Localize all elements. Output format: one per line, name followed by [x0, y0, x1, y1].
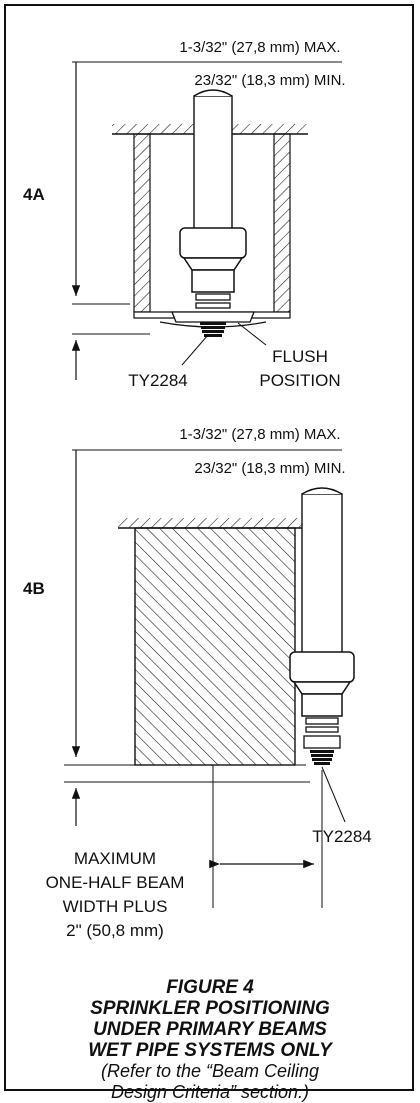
figure-caption: FIGURE 4 SPRINKLER POSITIONING UNDER PRI… — [0, 977, 420, 1103]
figure-tag-4a: 4A — [23, 185, 45, 204]
dim-min-label-4a: 23/32" (18,3 mm) MIN. — [194, 72, 345, 89]
pipe-break-4a — [193, 89, 233, 97]
caption-note1: (Refer to the “Beam Ceiling — [100, 1061, 320, 1081]
caption-line2: UNDER PRIMARY BEAMS — [93, 1019, 327, 1040]
pipe-4b — [301, 493, 343, 655]
dim-max-label-4a: 1-3/32" (27,8 mm) MAX. — [179, 39, 340, 56]
pipe-break-4b — [301, 487, 343, 495]
beam-note-line1-4b: MAXIMUM — [74, 849, 156, 868]
primary-beam-4b — [134, 527, 296, 766]
figure-tag-4b: 4B — [23, 579, 45, 598]
figure-4b: 1-3/32" (27,8 mm) MAX. 23/32" (18,3 mm) … — [23, 426, 372, 940]
figure-frame — [4, 4, 414, 1091]
pipe-4a — [193, 95, 233, 231]
beam-note-line4-4b: 2" (50,8 mm) — [66, 921, 164, 940]
sprinkler-4b — [289, 651, 355, 765]
beam-note-line3-4b: WIDTH PLUS — [63, 897, 168, 916]
dim-min-label-4b: 23/32" (18,3 mm) MIN. — [194, 460, 345, 477]
flush-label-line1-4a: FLUSH — [272, 347, 328, 366]
dim-max-label-4b: 1-3/32" (27,8 mm) MAX. — [179, 426, 340, 443]
caption-title: FIGURE 4 — [166, 977, 254, 998]
leader-flush-4a — [237, 322, 267, 346]
leader-model-4b — [321, 766, 346, 823]
beam-note-line2-4b: ONE-HALF BEAM — [46, 873, 185, 892]
figure-4a: 1-3/32" (27,8 mm) MAX. 23/32" (18,3 mm) … — [23, 39, 346, 390]
caption-line1: SPRINKLER POSITIONING — [90, 998, 330, 1019]
model-label-4b: TY2284 — [312, 827, 372, 846]
cup-left-wall-4a — [133, 133, 151, 313]
sprinkler-4a — [159, 227, 267, 337]
model-label-4a: TY2284 — [128, 371, 188, 390]
caption-line3: WET PIPE SYSTEMS ONLY — [88, 1040, 332, 1061]
caption-note2: Design Criteria” section.) — [110, 1082, 310, 1102]
ceiling-hatch-4b — [118, 518, 314, 528]
cup-right-wall-4a — [273, 133, 291, 313]
flush-label-line2-4a: POSITION — [259, 371, 340, 390]
leader-model-4a — [181, 334, 209, 366]
